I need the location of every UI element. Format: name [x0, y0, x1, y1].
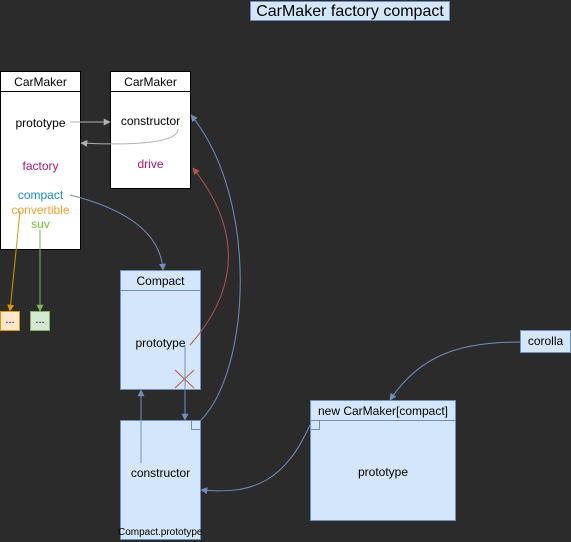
- instance-tab: [310, 420, 320, 430]
- convertible-target-box[interactable]: ...: [0, 311, 20, 331]
- instance-header: new CarMaker[compact]: [311, 401, 455, 421]
- suv-label: suv: [31, 217, 50, 231]
- convertible-label: convertible: [11, 203, 70, 217]
- carmaker-function-header: CarMaker: [1, 72, 80, 92]
- compact-function-box[interactable]: Compact prototype: [120, 270, 201, 390]
- compact-function-header: Compact: [121, 271, 200, 291]
- compact-label: compact: [17, 188, 64, 202]
- compact-prototype-box[interactable]: constructor: [120, 420, 201, 540]
- compact-constructor-label: constructor: [130, 466, 191, 480]
- corolla-to-instance-arrow: [389, 341, 521, 401]
- diagram-title: CarMaker factory compact: [250, 1, 450, 21]
- drive-label: drive: [137, 157, 164, 171]
- compact-prototype-caption: Compact.prototype: [118, 527, 203, 538]
- carmaker-prototype-header: CarMaker: [111, 72, 190, 92]
- factory-label: factory: [22, 159, 59, 173]
- suv-target-box[interactable]: ...: [30, 311, 50, 331]
- instance-prototype-label: prototype: [357, 465, 409, 479]
- carmaker-prototype-label: prototype: [15, 116, 66, 130]
- corolla-box[interactable]: corolla: [520, 330, 571, 353]
- constructor-label: constructor: [120, 114, 181, 128]
- carmaker-prototype-box[interactable]: CarMaker constructor drive: [110, 71, 191, 189]
- carmaker-function-box[interactable]: CarMaker prototype factory compact conve…: [0, 71, 81, 250]
- instance-box[interactable]: new CarMaker[compact] prototype: [310, 400, 456, 521]
- compact-to-compact-box-arrow: [69, 194, 167, 271]
- instance-prototype-arrow: [200, 424, 311, 495]
- compact-prototype-label: prototype: [135, 336, 186, 350]
- compact-prototype-tab: [191, 420, 201, 430]
